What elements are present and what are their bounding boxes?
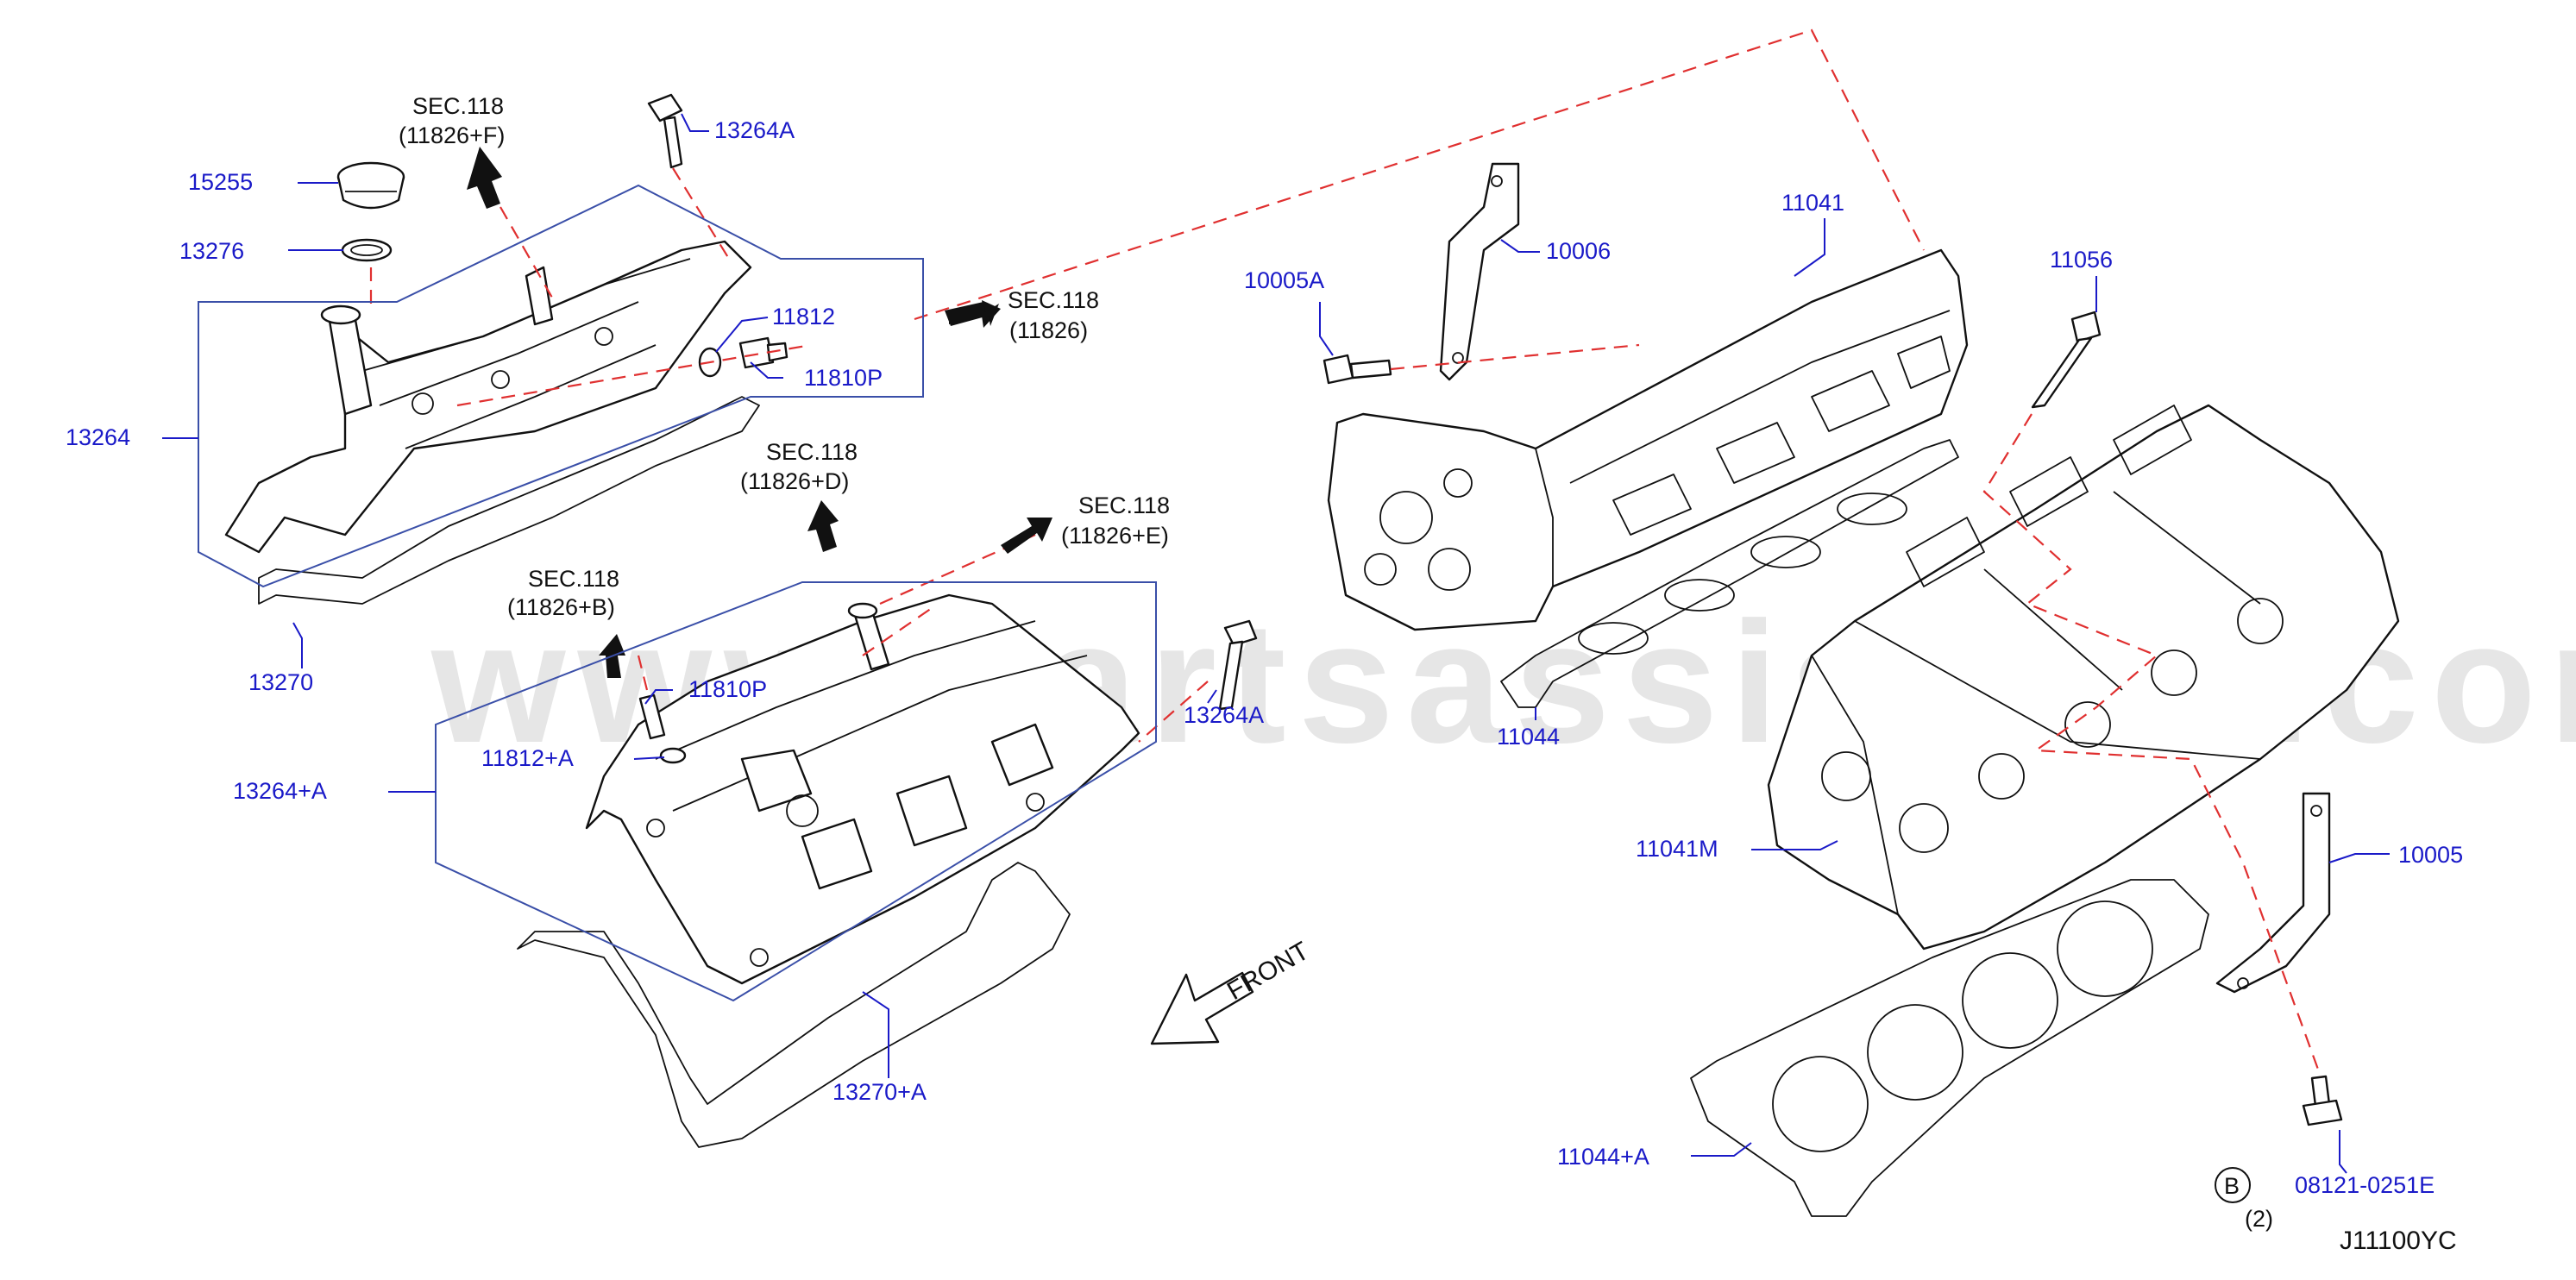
sec-e-line1[interactable]: SEC.118: [1078, 493, 1170, 518]
circle-b-letter: B: [2224, 1173, 2240, 1199]
label-10006[interactable]: 10006: [1546, 238, 1611, 264]
arrow-up-d: [807, 500, 839, 552]
label-13270a[interactable]: 13270+A: [832, 1079, 927, 1105]
label-11044a[interactable]: 11044+A: [1557, 1144, 1649, 1170]
arrow-right-e: [1001, 518, 1052, 554]
section-references: SEC.118 (11826+F) SEC.118 (11826) SEC.11…: [399, 93, 1170, 620]
circle-b-marker: [2215, 1167, 2251, 1203]
rocker-cover-upper[interactable]: [224, 240, 752, 554]
label-quantity: (2): [2245, 1206, 2273, 1232]
label-13264a-lower[interactable]: 13264A: [1184, 702, 1264, 728]
pcv-valve-upper[interactable]: [698, 336, 789, 378]
rocker-cover-gasket-upper[interactable]: [258, 396, 760, 605]
group-bracket-13264a: [435, 581, 1157, 1002]
label-10005a[interactable]: 10005A: [1244, 267, 1324, 293]
label-13264a-top[interactable]: 13264A: [714, 117, 795, 143]
head-gasket-lower[interactable]: [1690, 879, 2209, 1217]
bolt-10005a[interactable]: [1323, 354, 1392, 385]
label-11044[interactable]: 11044: [1497, 724, 1560, 750]
head-gasket-upper[interactable]: [1500, 439, 1959, 708]
bracket-10005[interactable]: [2215, 792, 2331, 994]
bolt-13264a-lower[interactable]: [1218, 619, 1258, 711]
label-11056[interactable]: 11056: [2050, 247, 2113, 273]
label-13270[interactable]: 13270: [248, 669, 313, 695]
sec-f-line1[interactable]: SEC.118: [412, 93, 504, 119]
sec-d-line2[interactable]: (11826+D): [740, 468, 849, 494]
part-labels: 15255 13276 13264 13264A 11812 11810P 13…: [66, 117, 2463, 1232]
label-11812a[interactable]: 11812+A: [481, 745, 574, 771]
sec-main-line2[interactable]: (11826): [1009, 317, 1088, 343]
cylinder-head-upper[interactable]: [1327, 248, 1969, 631]
label-11810p-top[interactable]: 11810P: [804, 365, 883, 391]
oil-cap-o-ring[interactable]: [341, 238, 393, 262]
assembly-centerlines: [369, 28, 2322, 1077]
label-11041[interactable]: 11041: [1781, 190, 1844, 216]
sec-b-line1[interactable]: SEC.118: [528, 566, 619, 592]
front-arrow: [1150, 971, 1254, 1045]
label-15255[interactable]: 15255: [188, 169, 253, 195]
leader-lines: [162, 113, 2390, 1174]
sec-b-line2[interactable]: (11826+B): [507, 594, 615, 620]
sec-d-line1[interactable]: SEC.118: [766, 439, 858, 465]
label-10005[interactable]: 10005: [2398, 842, 2463, 868]
bolt-13264a-top[interactable]: [647, 93, 683, 169]
label-13264[interactable]: 13264: [66, 424, 130, 450]
section-arrows: [467, 147, 1254, 1045]
label-13276[interactable]: 13276: [179, 238, 244, 264]
label-08121-0251e[interactable]: 08121-0251E: [2295, 1172, 2435, 1198]
rocker-cover-lower[interactable]: [585, 593, 1140, 985]
cylinder-head-lower[interactable]: [1767, 404, 2400, 951]
sec-e-line2[interactable]: (11826+E): [1061, 523, 1169, 549]
sec-main-line1[interactable]: SEC.118: [1008, 287, 1099, 313]
label-11812[interactable]: 11812: [772, 304, 835, 329]
bolt-11056[interactable]: [2031, 311, 2102, 409]
arrow-up-f: [467, 147, 502, 209]
label-11810p-lower[interactable]: 11810P: [688, 676, 767, 702]
pcv-valve-lower[interactable]: [638, 693, 687, 764]
oil-filler-cap[interactable]: [336, 161, 405, 210]
front-label: FRONT: [1222, 937, 1314, 1006]
label-11041m[interactable]: 11041M: [1636, 836, 1718, 862]
rocker-cover-gasket-lower[interactable]: [517, 862, 1071, 1148]
sec-f-line2[interactable]: (11826+F): [399, 122, 505, 148]
bracket-10006[interactable]: [1439, 162, 1520, 381]
diagram-code: J11100YC: [2340, 1227, 2457, 1255]
group-bracket-13264: [198, 184, 924, 588]
label-13264-plus-a[interactable]: 13264+A: [233, 778, 327, 804]
bolt-08121-0251e[interactable]: [2302, 1075, 2343, 1126]
